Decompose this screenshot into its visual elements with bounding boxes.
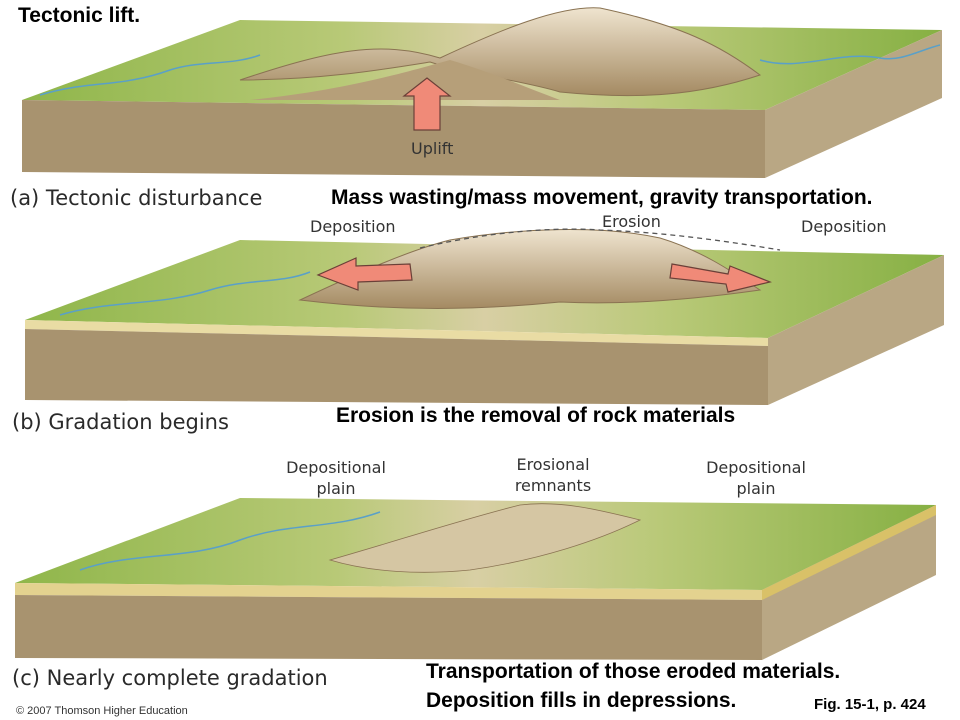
uplift-arrow xyxy=(402,77,452,131)
panel-a-block xyxy=(22,7,942,178)
panel-b-block xyxy=(25,228,944,405)
panel-b-river xyxy=(59,271,311,316)
uplift-label: Uplift xyxy=(411,139,454,158)
panel-a-river-1 xyxy=(39,54,261,96)
deposition-label-left: Deposition xyxy=(310,217,396,236)
depositional-plain-label-left: Depositional plain xyxy=(286,458,386,498)
panel-a-uplift-bulge xyxy=(250,60,560,100)
deposition-arrow-right xyxy=(669,263,772,293)
panel-b-sediment-layer xyxy=(25,320,768,346)
panel-b-front xyxy=(25,329,768,405)
page-title: Tectonic lift. xyxy=(18,4,141,27)
deposition-label-right: Deposition xyxy=(801,217,887,236)
panel-a-river-2 xyxy=(759,44,941,65)
erosion-outline xyxy=(419,228,781,251)
panel-c-block xyxy=(15,498,936,660)
figure-reference: Fig. 15-1, p. 424 xyxy=(814,696,926,713)
panel-c-yellow-side-strip xyxy=(762,505,936,600)
panel-c-sediment-layer xyxy=(15,583,762,600)
note-c-line-1: Transportation of those eroded materials… xyxy=(426,660,841,683)
panel-a-mountain xyxy=(239,7,762,97)
note-c-line-2: Deposition fills in depressions. xyxy=(426,689,737,712)
copyright-text: © 2007 Thomson Higher Education xyxy=(16,705,188,717)
caption-a: (a) Tectonic disturbance xyxy=(10,186,263,210)
panel-a-front xyxy=(22,100,765,178)
panel-b-side xyxy=(768,255,944,405)
panel-c-front xyxy=(15,595,762,660)
erosion-label: Erosion xyxy=(602,212,661,231)
note-b: Erosion is the removal of rock materials xyxy=(336,404,736,427)
panel-a-side xyxy=(765,30,942,178)
deposition-arrow-left xyxy=(316,257,413,291)
depositional-plain-label-right: Depositional plain xyxy=(706,458,806,498)
panel-c-side xyxy=(762,505,936,660)
panel-c-remnants xyxy=(328,503,642,573)
note-a: Mass wasting/mass movement, gravity tran… xyxy=(331,186,873,209)
caption-b: (b) Gradation begins xyxy=(12,410,229,434)
erosional-remnants-label: Erosional remnants xyxy=(514,455,592,495)
panel-c-river xyxy=(79,511,381,571)
caption-c: (c) Nearly complete gradation xyxy=(12,666,328,690)
